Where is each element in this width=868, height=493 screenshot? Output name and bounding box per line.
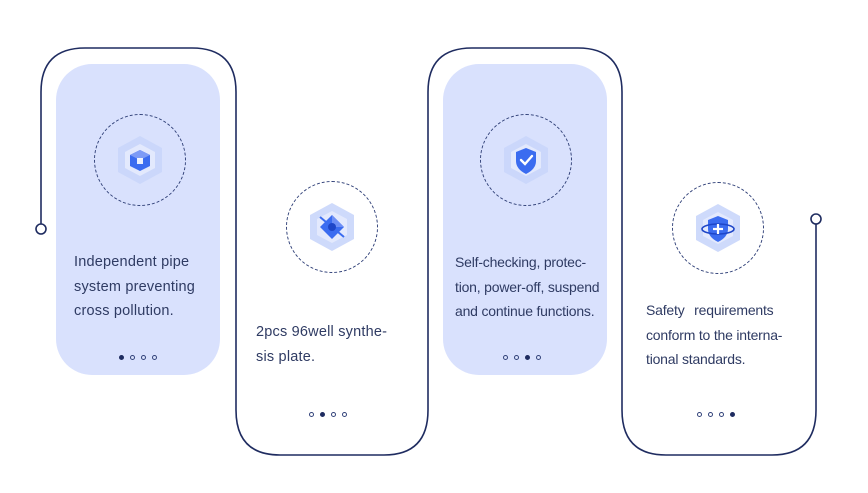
pagination-dot[interactable]: [309, 412, 314, 417]
card-text-line: cross pollution.: [74, 303, 174, 319]
icon-ring: [672, 182, 764, 274]
pagination-dots: [503, 355, 541, 360]
icon-ring: [94, 114, 186, 206]
pagination-dot[interactable]: [320, 412, 325, 417]
card-text-line: tional standards.: [646, 351, 746, 367]
cube-icon: [118, 136, 162, 184]
card-text-line: system preventing: [74, 278, 196, 295]
card-text-line: Safety requirements: [646, 302, 774, 318]
icon-ring: [286, 181, 378, 273]
feature-card-1[interactable]: Independent pipe system preventing cross…: [56, 64, 220, 375]
card-text-line: tion, power-off, suspend: [455, 278, 600, 295]
card-3-text: Self-checking, protec- tion, power-off, …: [455, 250, 605, 324]
pagination-dot[interactable]: [536, 355, 541, 360]
card-text-line: and continue functions.: [455, 303, 595, 319]
pagination-dots: [309, 412, 347, 417]
card-text-line: Self-checking, protec-: [455, 254, 586, 270]
feature-card-3[interactable]: Self-checking, protec- tion, power-off, …: [443, 64, 607, 375]
timeline-start-node: [35, 223, 47, 235]
plate-icon: [310, 203, 354, 251]
feature-card-4[interactable]: Safety requirements conform to the inter…: [628, 170, 812, 440]
pagination-dot[interactable]: [514, 355, 519, 360]
card-2-text: 2pcs 96well synthe- sis plate.: [256, 320, 416, 369]
card-text-line: Independent pipe: [74, 254, 190, 270]
shield-plus-icon: [696, 204, 740, 252]
shield-check-icon: [504, 136, 548, 184]
pagination-dot[interactable]: [525, 355, 530, 360]
card-text-line: 2pcs 96well synthe-: [256, 324, 388, 340]
pagination-dot[interactable]: [697, 412, 702, 417]
pagination-dot[interactable]: [708, 412, 713, 417]
pagination-dot[interactable]: [130, 355, 135, 360]
card-4-text: Safety requirements conform to the inter…: [646, 298, 796, 372]
pagination-dot[interactable]: [503, 355, 508, 360]
card-text-line: conform to the interna-: [646, 326, 783, 343]
timeline-end-node: [810, 213, 822, 225]
pagination-dot[interactable]: [152, 355, 157, 360]
pagination-dot[interactable]: [331, 412, 336, 417]
pagination-dot[interactable]: [119, 355, 124, 360]
pagination-dot[interactable]: [719, 412, 724, 417]
card-text-line: sis plate.: [256, 348, 316, 365]
pagination-dot[interactable]: [730, 412, 735, 417]
icon-ring: [480, 114, 572, 206]
pagination-dots: [119, 355, 157, 360]
pagination-dot[interactable]: [342, 412, 347, 417]
card-1-text: Independent pipe system preventing cross…: [74, 250, 214, 324]
feature-card-2[interactable]: 2pcs 96well synthe- sis plate.: [240, 170, 424, 440]
pagination-dots: [697, 412, 735, 417]
pagination-dot[interactable]: [141, 355, 146, 360]
